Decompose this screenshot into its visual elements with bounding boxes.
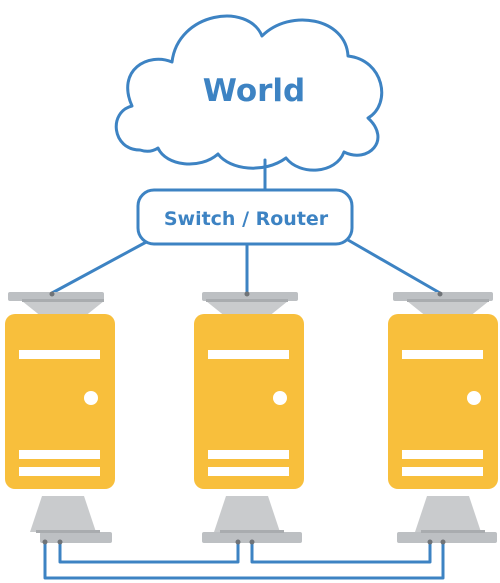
server-middle [194, 291, 304, 545]
card-port-1 [235, 539, 241, 545]
card-bracket [393, 292, 493, 301]
server-case [388, 314, 498, 489]
drive-bay-1 [208, 450, 289, 459]
card-port [244, 291, 250, 297]
card-port-1 [427, 539, 433, 545]
drive-bay-top [208, 350, 289, 359]
card-bracket [202, 532, 302, 543]
server-case [194, 314, 304, 489]
power-led [84, 391, 98, 405]
card-edge [421, 530, 485, 533]
bottom-network-card [30, 496, 112, 545]
switch-to-right-server-link [346, 238, 442, 295]
card-body [206, 301, 288, 317]
drive-bay-top [402, 350, 483, 359]
card-port-2 [57, 539, 63, 545]
power-led [273, 391, 287, 405]
top-network-card [393, 291, 493, 317]
drive-bay-1 [402, 450, 483, 459]
card-bracket [397, 532, 497, 543]
drive-bay-2 [402, 467, 483, 476]
card-edge [22, 299, 104, 302]
cloud-label: World [203, 73, 306, 109]
drive-bay-2 [208, 467, 289, 476]
card-body [415, 496, 481, 532]
server-case [5, 314, 115, 489]
world-cloud: World [114, 14, 384, 172]
card-port [49, 291, 55, 297]
card-bracket [202, 292, 298, 301]
switch-box [136, 188, 354, 246]
card-port [437, 291, 443, 297]
connections [43, 158, 445, 580]
top-network-card [8, 291, 104, 317]
bottom-link-left-middle [58, 541, 240, 564]
switch-label: Switch / Router [164, 208, 329, 230]
server-left [5, 291, 115, 545]
bottom-link-outer [43, 541, 445, 580]
card-body [214, 496, 280, 532]
bottom-network-card [202, 496, 302, 545]
card-edge [220, 530, 284, 533]
card-body [22, 301, 104, 317]
server-right [388, 291, 498, 545]
card-port-2 [440, 539, 446, 545]
card-port-1 [42, 539, 48, 545]
bottom-network-card [397, 496, 497, 545]
drive-bay-1 [19, 450, 100, 459]
top-network-card [202, 291, 298, 317]
drive-bay-top [19, 350, 100, 359]
card-edge [206, 299, 288, 302]
card-port-2 [249, 539, 255, 545]
card-bracket [8, 292, 104, 301]
card-body [30, 496, 96, 532]
card-edge [407, 299, 489, 302]
cloud-shape [114, 14, 384, 172]
card-body [407, 301, 489, 317]
switch-to-left-server-link [50, 238, 152, 295]
drive-bay-2 [19, 467, 100, 476]
card-edge [36, 530, 100, 533]
power-led [467, 391, 481, 405]
switch-router: Switch / Router [136, 188, 354, 246]
bottom-link-middle-right [250, 541, 432, 564]
card-bracket [40, 532, 112, 543]
